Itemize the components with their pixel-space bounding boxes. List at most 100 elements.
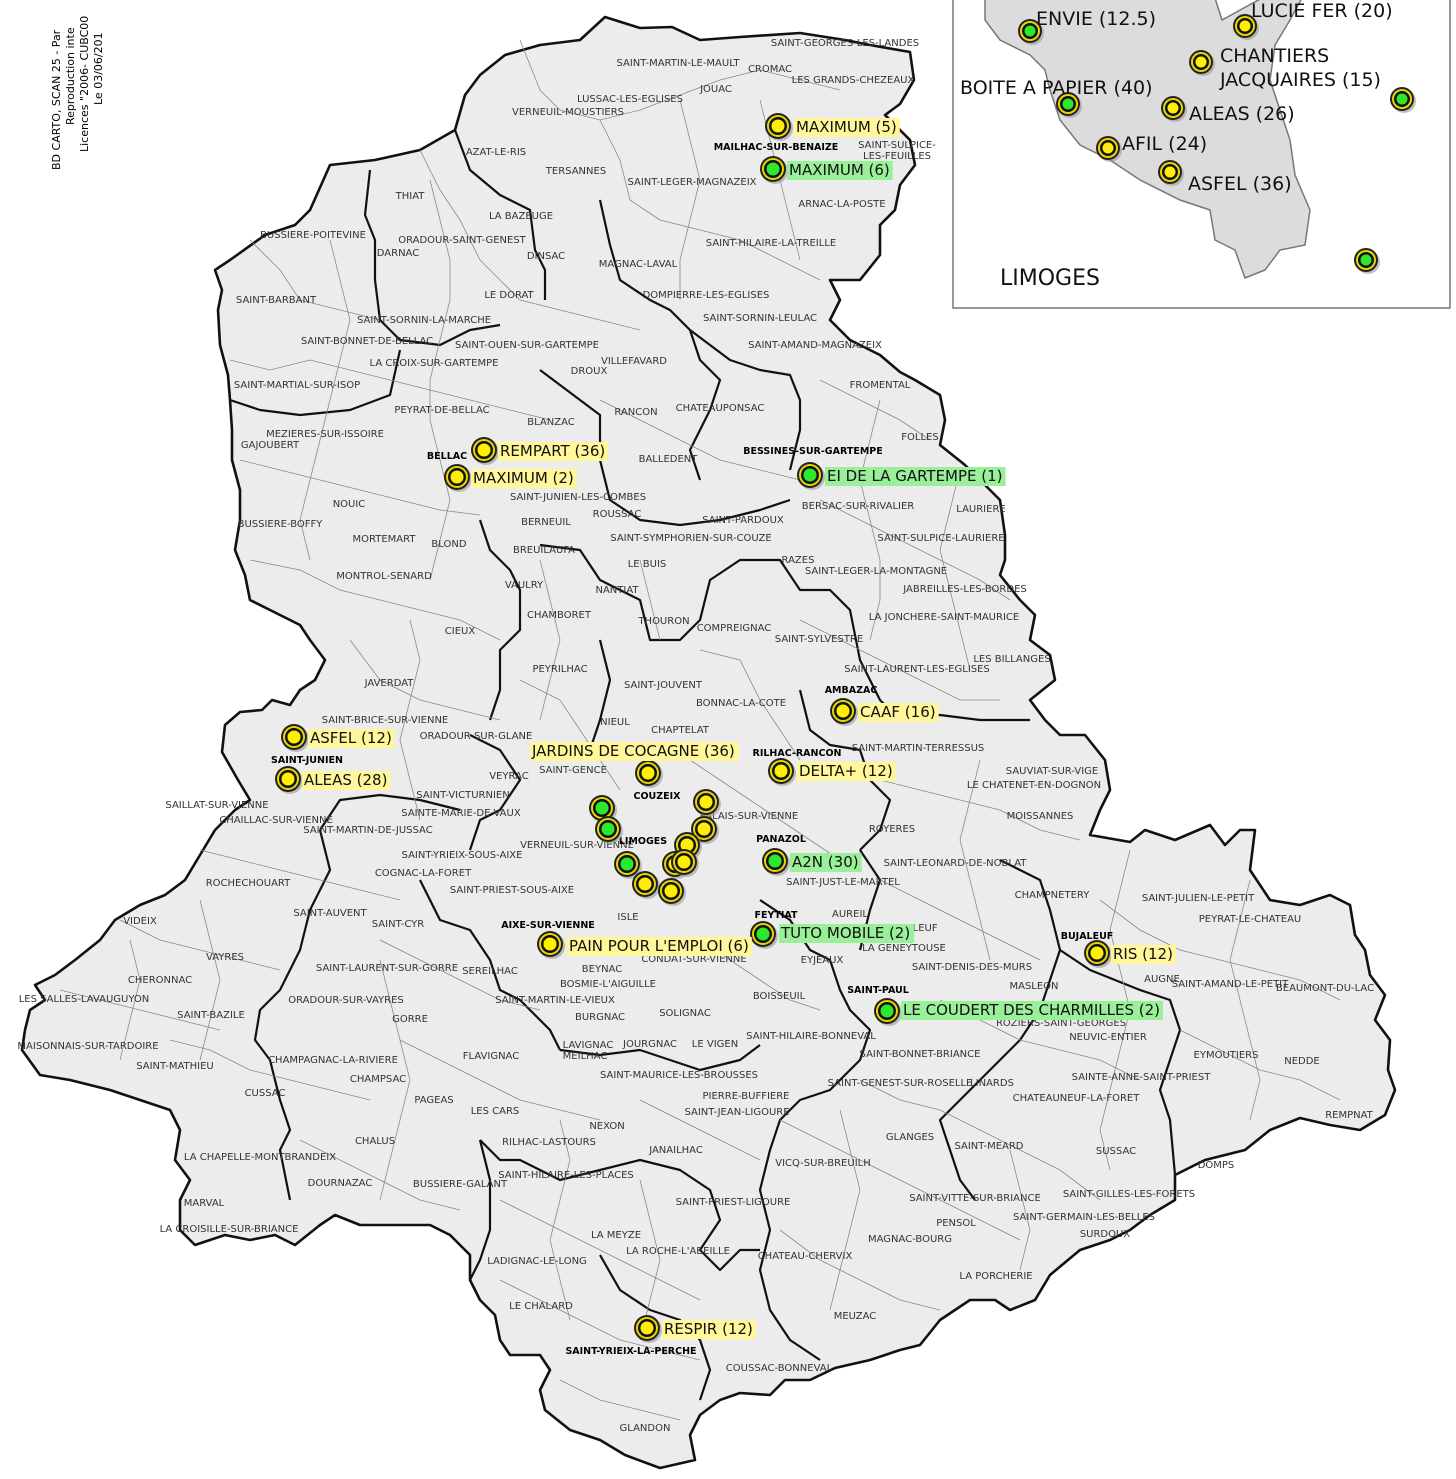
marker-symbol[interactable] <box>635 760 663 788</box>
credits: BD CARTO, SCAN 25 - Par Reproduction int… <box>50 16 105 170</box>
marker-symbol[interactable] <box>765 113 793 141</box>
commune-label: SAINT-JOUVENT <box>624 680 703 691</box>
svg-text:DELTA+ (12): DELTA+ (12) <box>799 762 893 780</box>
inset-limoges: LIMOGES ENVIE (12.5)LUCIE FER (20)CHANTI… <box>952 0 1451 309</box>
marker-symbol[interactable] <box>1161 96 1187 122</box>
commune-label: JABREILLES-LES-BORDES <box>902 584 1026 595</box>
commune-label: SAINT-PARDOUX <box>702 515 784 526</box>
marker[interactable]: TUTO MOBILE (2) <box>750 921 915 949</box>
marker-symbol[interactable] <box>444 464 472 492</box>
marker-symbol[interactable] <box>797 462 825 490</box>
town-label: COUZEIX <box>634 791 682 802</box>
commune-label: SURDOUX <box>1080 1229 1131 1240</box>
marker-symbol[interactable] <box>595 816 623 844</box>
marker-symbol[interactable] <box>1158 160 1184 186</box>
marker-symbol[interactable] <box>1096 136 1122 162</box>
marker-symbol[interactable] <box>1084 940 1112 968</box>
svg-text:TUTO MOBILE (2): TUTO MOBILE (2) <box>780 924 910 942</box>
town-label: SAINT-JUNIEN <box>271 755 343 766</box>
commune-label: SAINT-HILAIRE-LA-TREILLE <box>706 238 836 249</box>
marker-symbol[interactable] <box>760 156 788 184</box>
marker-symbol[interactable] <box>1390 87 1416 113</box>
svg-text:LE COUDERT DES CHARMILLES (2): LE COUDERT DES CHARMILLES (2) <box>903 1001 1160 1019</box>
commune-label: VIDEIX <box>123 916 157 927</box>
commune-label: SAINT-LEGER-MAGNAZEIX <box>627 177 756 188</box>
marker-symbol[interactable] <box>281 724 309 752</box>
marker-symbol[interactable] <box>671 849 699 877</box>
commune-label: SAINT-JUNIEN-LES-COMBES <box>510 492 646 503</box>
commune-label: SAINT-HILAIRE-LES-PLACES <box>498 1170 634 1181</box>
marker-symbol[interactable] <box>1233 14 1259 40</box>
marker[interactable]: DELTA+ (12) <box>768 758 896 786</box>
commune-label: LES SALLES-LAVAUGUYON <box>19 994 150 1005</box>
marker-symbol[interactable] <box>1056 92 1082 118</box>
commune-label: ROUSSAC <box>593 509 642 520</box>
marker-symbol[interactable] <box>874 998 902 1026</box>
marker-symbol[interactable] <box>1018 19 1044 45</box>
marker-symbol[interactable] <box>634 1315 662 1343</box>
marker-symbol[interactable] <box>1354 248 1380 274</box>
inset-marker[interactable]: CHANTIERS <box>1189 45 1329 76</box>
markers: MAXIMUM (5) MAXIMUM (6) REMPART (36)MAXIMU… <box>275 113 1176 1343</box>
commune-label: DOURNAZAC <box>308 1178 373 1189</box>
marker-symbol[interactable] <box>750 921 778 949</box>
marker[interactable]: MAXIMUM (6) <box>760 156 893 184</box>
marker[interactable]: EI DE LA GARTEMPE (1) <box>797 462 1006 490</box>
marker[interactable]: JARDINS DE COCAGNE (36) <box>530 742 739 788</box>
marker-symbol[interactable] <box>1189 50 1215 76</box>
svg-text:MAXIMUM (5): MAXIMUM (5) <box>796 118 897 136</box>
commune-label: CHALUS <box>355 1136 395 1147</box>
commune-label: MEUZAC <box>834 1311 877 1322</box>
svg-text:RESPIR (12): RESPIR (12) <box>664 1320 753 1338</box>
commune-label: MORTEMART <box>353 534 417 545</box>
commune-label: CHAMPSAC <box>350 1074 406 1085</box>
marker[interactable]: RIS (12) <box>1084 940 1176 968</box>
commune-label: LA MEYZE <box>591 1230 641 1241</box>
svg-text:CAAF (16): CAAF (16) <box>860 703 936 721</box>
commune-label: SAINT-VICTURNIEN <box>416 790 509 801</box>
commune-label: DARNAC <box>377 248 419 259</box>
marker[interactable]: ALEAS (28) <box>275 766 391 794</box>
commune-label: LE CHALARD <box>509 1301 573 1312</box>
commune-label: SAINT-JUST-LE-MARTEL <box>786 877 900 888</box>
marker-symbol[interactable] <box>691 816 719 844</box>
commune-label: SAINT-AMAND-MAGNAZEIX <box>748 340 882 351</box>
marker[interactable]: LE COUDERT DES CHARMILLES (2) <box>874 998 1163 1026</box>
inset-marker[interactable] <box>1354 248 1380 274</box>
inset-marker[interactable]: AFIL (24) <box>1096 133 1207 162</box>
marker-symbol[interactable] <box>614 851 642 879</box>
marker-symbol[interactable] <box>658 878 686 906</box>
marker-symbol[interactable] <box>674 832 702 860</box>
commune-label: BUSSIERE-BOFFY <box>238 519 324 530</box>
commune-label: JOUAC <box>699 84 732 95</box>
inset-marker[interactable] <box>1390 87 1416 113</box>
marker[interactable]: REMPART (36) <box>471 437 609 465</box>
marker[interactable]: PAIN POUR L'EMPLOI (6) <box>537 931 752 959</box>
marker-symbol[interactable] <box>632 871 660 899</box>
limoges-cluster[interactable] <box>589 789 721 906</box>
marker[interactable]: MAXIMUM (5) <box>765 113 900 141</box>
commune-label: MAGNAC-BOURG <box>868 1234 952 1245</box>
commune-label: DOMPIERRE-LES-EGLISES <box>643 290 770 301</box>
marker[interactable]: ASFEL (12) <box>281 724 395 752</box>
marker-symbol[interactable] <box>830 698 858 726</box>
marker[interactable]: MAXIMUM (2) <box>444 464 577 492</box>
inset-marker[interactable]: ALEAS (26) <box>1161 96 1295 125</box>
marker-symbol[interactable] <box>537 931 565 959</box>
marker-symbol[interactable] <box>768 758 796 786</box>
inset-marker[interactable]: ENVIE (12.5) <box>1018 8 1156 45</box>
marker-symbol[interactable] <box>762 848 790 876</box>
marker-symbol[interactable] <box>471 437 499 465</box>
inset-marker[interactable]: ASFEL (36) <box>1158 160 1292 195</box>
inset-marker[interactable]: LUCIE FER (20) <box>1233 0 1393 40</box>
marker-symbol[interactable] <box>275 766 303 794</box>
commune-label: SAINT-BRICE-SUR-VIENNE <box>322 715 449 726</box>
commune-label: NOUIC <box>333 499 366 510</box>
marker[interactable]: CAAF (16) <box>830 698 939 726</box>
marker[interactable]: RESPIR (12) <box>634 1315 756 1343</box>
marker-symbol[interactable] <box>693 789 721 817</box>
inset-marker[interactable]: BOITE A PAPIER (40) <box>960 77 1153 118</box>
commune-label: ROYERES <box>869 824 915 835</box>
inset-marker[interactable]: JACQUAIRES (15) <box>1219 69 1381 91</box>
marker[interactable]: A2N (30) <box>762 848 862 876</box>
